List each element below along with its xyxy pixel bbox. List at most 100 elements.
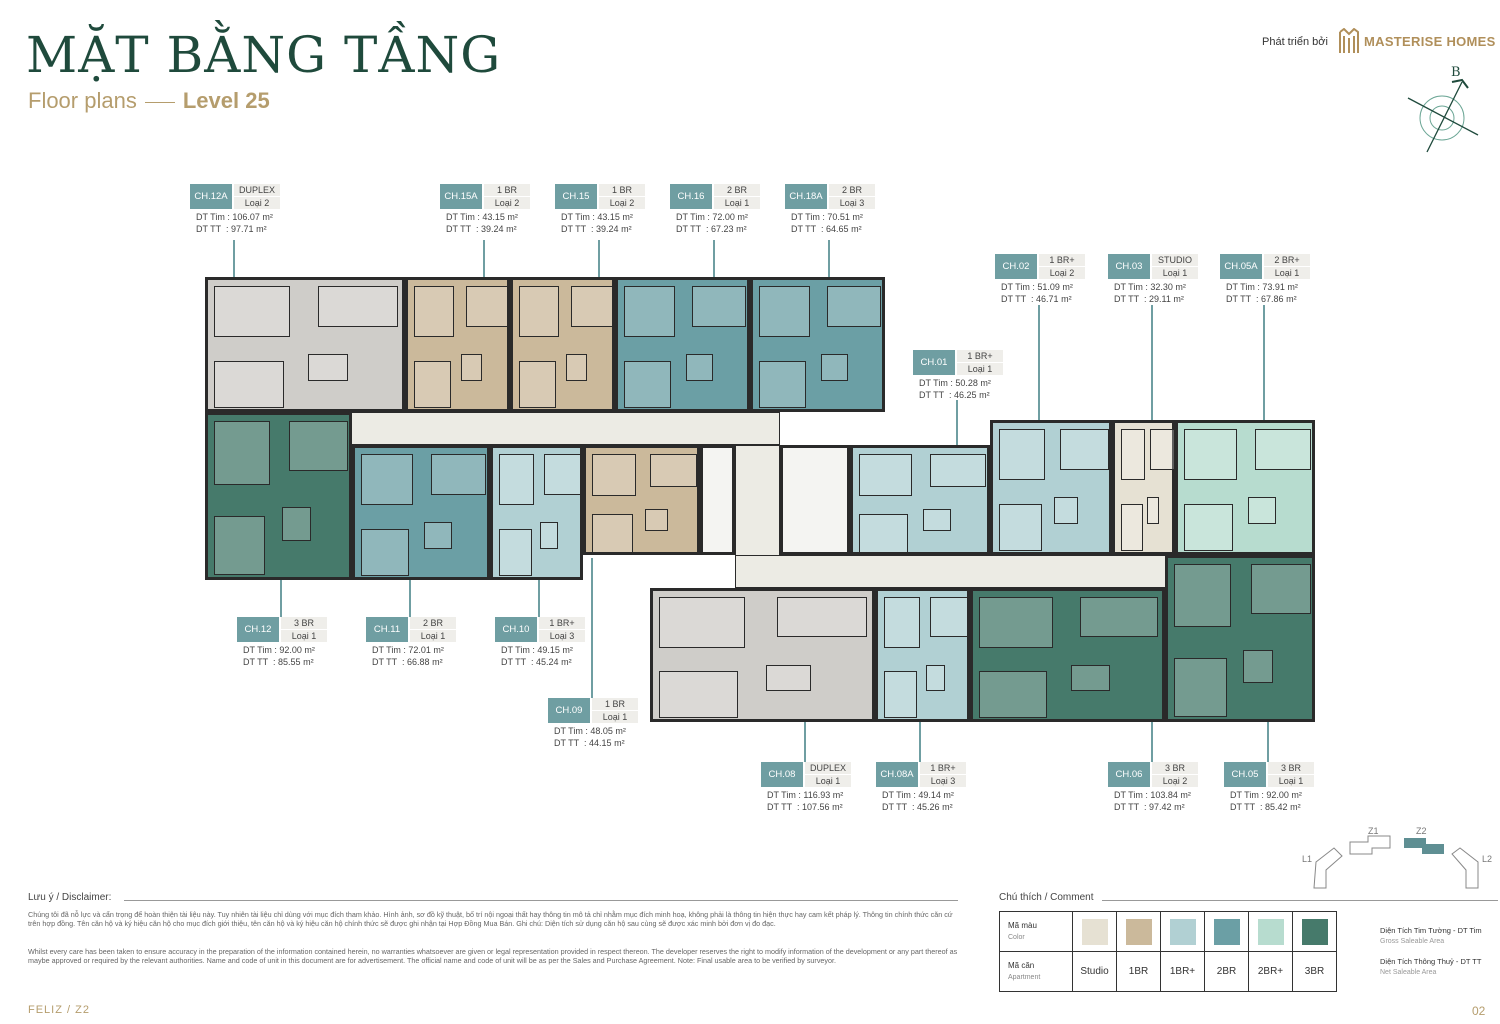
dt-tim-label: DT Tim	[882, 790, 911, 800]
gross-area-row: DT Tim : 72.00 m²	[676, 212, 748, 222]
unit-type: 1 BR+	[1039, 254, 1085, 266]
unit-code: CH.11	[366, 617, 408, 642]
color-label: Mã màu	[1008, 920, 1037, 930]
area-unit: m²	[980, 378, 991, 388]
page-number: 02	[1472, 1004, 1486, 1018]
unit-variant: Loại 2	[484, 197, 530, 209]
dt-tim-value: 116.93	[803, 790, 831, 800]
unit-type: 3 BR	[1152, 762, 1198, 774]
net-area-row: DT TT : 39.24 m²	[446, 224, 517, 234]
area-unit: m²	[622, 212, 633, 222]
room-outline	[1174, 564, 1231, 628]
developer-prefix: Phát triển bởi	[1262, 36, 1328, 48]
room-outline	[565, 354, 587, 382]
room-outline	[624, 286, 676, 338]
dt-tt-label: DT TT	[196, 224, 222, 234]
legend-name: 2BR+	[1248, 951, 1293, 992]
unit-variant: Loại 1	[957, 363, 1003, 375]
unit-code: CH.08A	[876, 762, 918, 787]
dt-tim-label: DT Tim	[243, 645, 272, 655]
unit-variant: Loại 3	[829, 197, 875, 209]
legend-swatch-cell	[1116, 911, 1161, 952]
dt-tim-value: 49.14	[918, 790, 941, 800]
room-outline	[424, 522, 452, 550]
legend-swatch-cell	[1292, 911, 1337, 952]
legend-name: 1BR	[1116, 951, 1161, 992]
unit-type: 3 BR	[1268, 762, 1314, 774]
net-area-row: DT TT : 39.24 m²	[561, 224, 632, 234]
lift-core-right	[780, 445, 850, 555]
lift-core-left	[700, 445, 735, 555]
unit-code: CH.09	[548, 698, 590, 723]
dt-tt-value: 39.24	[596, 224, 619, 234]
room-outline	[650, 454, 698, 487]
dt-tt-label: DT TT	[882, 802, 908, 812]
dt-tt-label: DT TT	[561, 224, 587, 234]
area-unit: m²	[303, 657, 314, 667]
dt-tim-label: DT Tim	[501, 645, 530, 655]
dt-tim-value: 103.84	[1150, 790, 1178, 800]
room-outline	[414, 361, 451, 409]
unit-ch08	[650, 588, 875, 722]
unit-ch02	[990, 420, 1112, 555]
disclaimer-vi: Chúng tôi đã nỗ lực và cẩn trọng để hoàn…	[28, 910, 953, 928]
room-outline	[414, 286, 454, 338]
room-outline	[644, 508, 668, 531]
gross-area-row: DT Tim : 73.91 m²	[1226, 282, 1298, 292]
disclaimer-heading: Lưu ý / Disclaimer:	[28, 892, 112, 903]
legend-swatch	[1125, 918, 1152, 945]
dt-tim-value: 106.07	[232, 212, 260, 222]
gross-area-label-en: Gross Saleable Area	[1380, 938, 1445, 945]
dt-tt-value: 45.26	[917, 802, 940, 812]
room-outline	[460, 354, 482, 382]
area-unit: m²	[737, 212, 748, 222]
area-unit: m²	[1173, 294, 1184, 304]
unit-ch06	[970, 588, 1165, 722]
gross-area-row: DT Tim : 116.93 m²	[767, 790, 844, 800]
gross-area-row: DT Tim : 49.15 m²	[501, 645, 573, 655]
legend-swatch	[1081, 918, 1108, 945]
unit-ch16	[615, 277, 750, 412]
room-outline	[1060, 429, 1109, 470]
dt-tim-label: DT Tim	[1230, 790, 1259, 800]
dt-tt-label: DT TT	[1001, 294, 1027, 304]
unit-code: CH.15A	[440, 184, 482, 209]
area-unit: m²	[256, 224, 267, 234]
room-outline	[214, 421, 270, 485]
leader-line	[598, 240, 600, 277]
room-outline	[361, 454, 414, 506]
room-outline	[979, 671, 1048, 719]
unit-ch09	[583, 445, 700, 555]
area-unit: m²	[1062, 282, 1073, 292]
unit-variant: Loại 1	[714, 197, 760, 209]
dt-tt-value: 97.71	[231, 224, 254, 234]
unit-type: 1 BR	[599, 184, 645, 196]
unit-code: CH.08	[761, 762, 803, 787]
unit-code: CH.05	[1224, 762, 1266, 787]
legend-swatch	[1257, 918, 1284, 945]
room-outline	[659, 671, 738, 719]
dt-tt-label: DT TT	[243, 657, 269, 667]
dt-tt-label: DT TT	[767, 802, 793, 812]
net-area-row: DT TT : 46.25 m²	[919, 390, 990, 400]
net-area-label: Diện Tích Thông Thuỷ - DT TT	[1380, 957, 1482, 966]
dt-tim-value: 70.51	[827, 212, 850, 222]
unit-variant: Loại 1	[410, 630, 456, 642]
dt-tt-value: 44.15	[589, 738, 612, 748]
dt-tt-value: 85.42	[1265, 802, 1288, 812]
room-outline	[1255, 429, 1311, 470]
unit-variant: Loại 1	[1268, 775, 1314, 787]
leader-line	[280, 580, 282, 617]
dt-tim-value: 72.00	[712, 212, 735, 222]
area-unit: m²	[942, 802, 953, 812]
net-area-row: DT TT : 97.71 m²	[196, 224, 267, 234]
area-unit: m²	[262, 212, 273, 222]
leader-line	[483, 240, 485, 277]
unit-code: CH.01	[913, 350, 955, 375]
dt-tim-label: DT Tim	[446, 212, 475, 222]
unit-variant: Loại 1	[1264, 267, 1310, 279]
